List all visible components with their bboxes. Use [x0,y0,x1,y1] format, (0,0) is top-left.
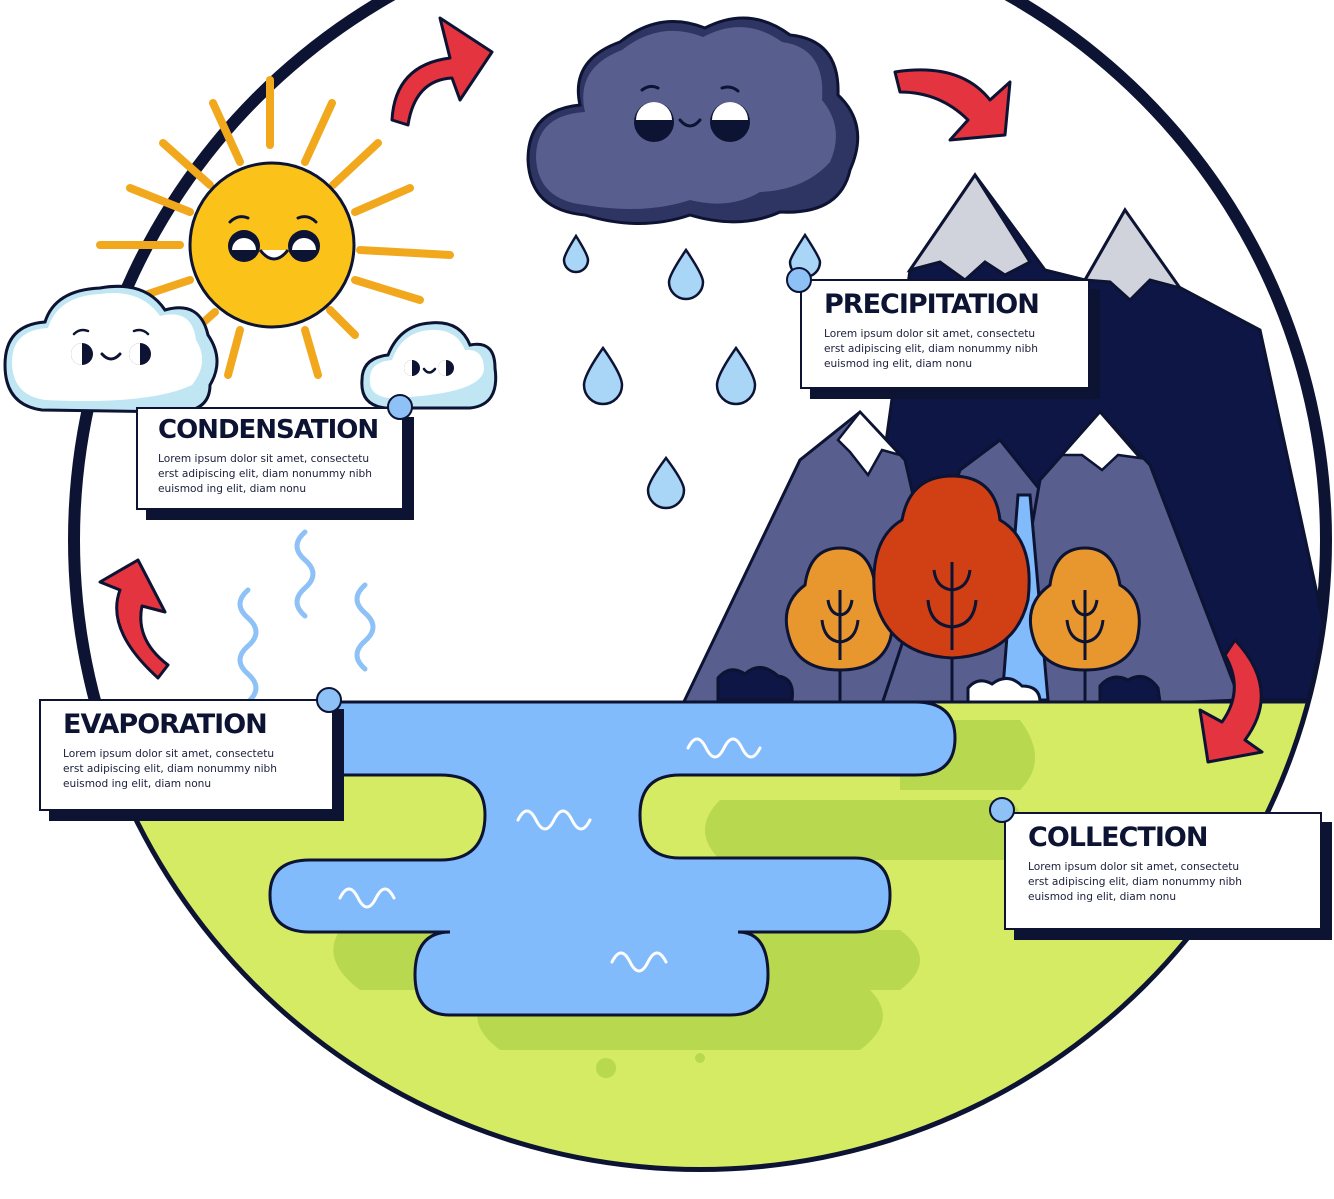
precipitation-card: PRECIPITATION Lorem ipsum dolor sit amet… [800,279,1090,389]
evaporation-text: Lorem ipsum dolor sit amet, consectetu e… [63,747,316,792]
snow-right [1059,410,1144,472]
lake-icon [268,700,957,1017]
wave-marks [338,737,762,973]
bush-right [1098,674,1162,704]
text-line: erst adipiscing elit, diam nonummy nibh [63,763,277,776]
condensation-marker [387,394,413,420]
arrow-icon [98,16,1264,764]
text-line: euismod ing elit, diam nonu [158,483,307,496]
text-line: erst adipiscing elit, diam nonummy nibh [824,343,1038,356]
collection-card: COLLECTION Lorem ipsum dolor sit amet, c… [1004,812,1322,930]
text-line: euismod ing elit, diam nonu [63,778,212,791]
condensation-card: CONDENSATION Lorem ipsum dolor sit amet,… [136,407,404,510]
evaporation-title: EVAPORATION [63,709,268,740]
tree-icon [872,474,1031,705]
far-snow-right [1082,207,1184,303]
sun-icon [96,76,454,379]
bush-white [966,677,1042,704]
raindrop-icon [562,232,822,510]
pebble [695,1053,705,1063]
text-line: erst adipiscing elit, diam nonummy nibh [1028,876,1242,889]
collection-text: Lorem ipsum dolor sit amet, consectetu e… [1028,860,1304,905]
far-snow-left [906,172,1033,282]
tree-icon [1028,546,1141,705]
text-line: Lorem ipsum dolor sit amet, consectetu [158,453,370,466]
text-line: erst adipiscing elit, diam nonummy nibh [158,468,372,481]
collection-title: COLLECTION [1028,822,1208,853]
text-line: euismod ing elit, diam nonu [824,358,973,371]
text-line: Lorem ipsum dolor sit amet, consectetu [1028,861,1240,874]
evaporation-card: EVAPORATION Lorem ipsum dolor sit amet, … [39,699,334,811]
text-line: Lorem ipsum dolor sit amet, consectetu [63,748,275,761]
condensation-title: CONDENSATION [158,415,379,445]
pebble [596,1058,616,1078]
precipitation-title: PRECIPITATION [824,289,1040,320]
bush-left [716,666,794,702]
storm-cloud-icon [526,16,860,225]
text-line: euismod ing elit, diam nonu [1028,891,1177,904]
steam-icon [237,529,376,705]
ground-shadow [705,800,1025,860]
precipitation-text: Lorem ipsum dolor sit amet, consectetu e… [824,327,1072,372]
condensation-text: Lorem ipsum dolor sit amet, consectetu e… [158,452,390,497]
collection-marker [989,797,1015,823]
precipitation-marker [786,267,812,293]
cloud-icon [360,321,498,410]
cloud-icon [3,284,219,414]
snow-left [836,410,904,478]
text-line: Lorem ipsum dolor sit amet, consectetu [824,328,1036,341]
evaporation-marker [316,687,342,713]
